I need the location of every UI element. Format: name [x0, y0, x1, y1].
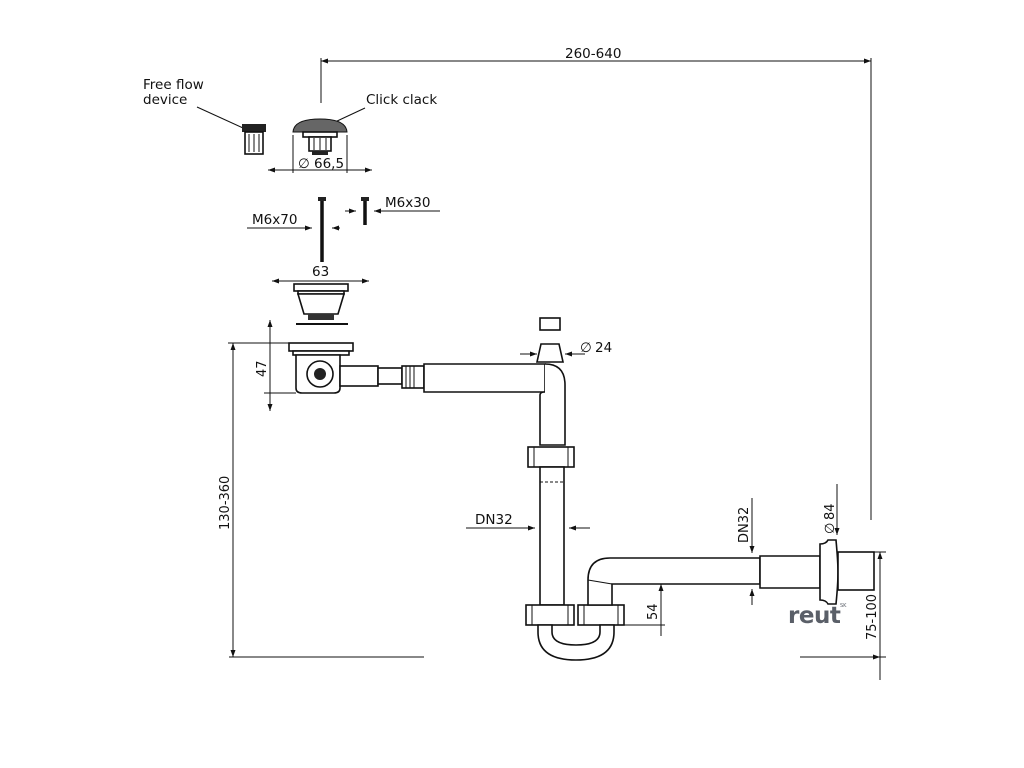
click-clack-leader	[334, 107, 366, 123]
dim-dn32-right: DN32	[737, 498, 755, 605]
dia-24-label: 24	[595, 340, 612, 356]
m6x30-label: M6x30	[385, 195, 430, 211]
dn32-left-label: DN32	[475, 512, 513, 528]
dim-130-360: 130-360	[218, 343, 424, 658]
free-flow-label-line2: device	[143, 92, 187, 108]
dim-54: 54	[624, 583, 665, 636]
reut-logo-text: reut	[788, 603, 841, 629]
dim-47: 47	[228, 320, 296, 411]
screw-m6x70: M6x70	[247, 197, 340, 262]
wall-outlet: 84 ∅	[759, 484, 875, 605]
drain-flange: 63	[272, 264, 369, 325]
drain-body: ∅ 24	[288, 317, 612, 446]
dia-84-label: 84	[823, 503, 838, 520]
free-flow-device: Free flow device	[143, 77, 266, 155]
click-clack-plug: Click clack ∅ 66,5	[268, 92, 437, 173]
free-flow-label-line1: Free flow	[143, 77, 204, 93]
dim-260-640: 260-640	[320, 46, 872, 520]
dim-260-640-label: 260-640	[565, 46, 621, 62]
dim-54-label: 54	[646, 603, 661, 620]
free-flow-leader	[196, 106, 244, 129]
dim-75-100-label: 75-100	[865, 594, 880, 640]
screw-m6x30: M6x30	[345, 195, 440, 225]
dim-75-100: 75-100	[800, 551, 886, 680]
dia-symbol-24: ∅	[580, 340, 592, 356]
dim-47-label: 47	[255, 360, 270, 377]
reut-logo-sub: SK	[840, 603, 847, 609]
reut-logo: reut SK	[788, 603, 847, 629]
click-clack-label: Click clack	[366, 92, 437, 108]
dn32-right-label: DN32	[737, 507, 752, 543]
dia-symbol-66-5: ∅	[298, 156, 310, 172]
dim-66-5-label: 66,5	[314, 156, 344, 172]
siphon-trap	[525, 446, 761, 661]
dim-63-label: 63	[312, 264, 329, 280]
m6x70-label: M6x70	[252, 212, 297, 228]
free-flow-cap	[242, 124, 266, 132]
dim-130-360-label: 130-360	[218, 476, 233, 530]
dia-symbol-84: ∅	[823, 523, 838, 534]
dim-dn32-left: DN32	[466, 512, 590, 531]
